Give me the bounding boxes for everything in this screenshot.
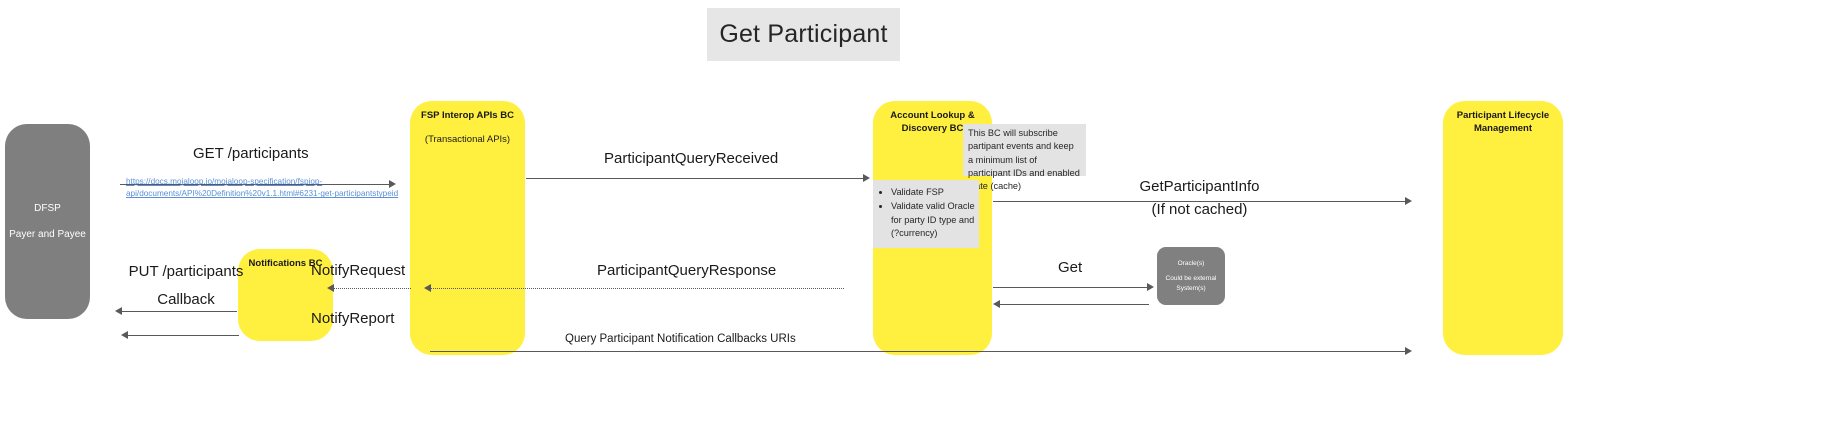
lifeline-participant-lifecycle-management: Participant Lifecycle Management xyxy=(1443,101,1563,355)
note-validate-item: Validate valid Oracle for party ID type … xyxy=(891,200,975,240)
lifeline-fsp-interop-subtitle: (Transactional APIs) xyxy=(424,133,511,145)
message-put-participants-callback-label: Callback xyxy=(157,291,215,308)
message-participant-query-received-line xyxy=(526,178,864,179)
note-validate-list: Validate FSP Validate valid Oracle for p… xyxy=(877,186,975,240)
arrowhead-right-icon xyxy=(863,174,870,182)
arrowhead-left-icon xyxy=(121,331,128,339)
message-put-participants-line xyxy=(121,311,237,312)
message-get-participants-label: GET /participants xyxy=(193,145,309,162)
message-get-participants-line xyxy=(120,184,390,185)
message-notify-report-label: NotifyReport xyxy=(311,310,395,327)
message-notify-request-label: NotifyRequest xyxy=(311,262,406,279)
page-title: Get Participant xyxy=(707,8,900,61)
arrowhead-left-icon xyxy=(993,300,1000,308)
note-cache: This BC will subscribe partipant events … xyxy=(963,124,1086,191)
note-validate: Validate FSP Validate valid Oracle for p… xyxy=(873,180,979,248)
arrowhead-right-icon xyxy=(1405,197,1412,205)
message-get-label: Get xyxy=(1058,259,1083,276)
lifeline-dfsp-label: DFSP xyxy=(34,203,61,214)
lifeline-dfsp: DFSP Payer and Payee xyxy=(5,124,90,319)
oracle-label: Oracle(s) xyxy=(1177,259,1205,267)
lifeline-participant-lifecycle-label: Participant Lifecycle Management xyxy=(1456,110,1550,134)
message-get-participant-info-line xyxy=(993,201,1406,202)
message-get-line xyxy=(993,287,1148,288)
message-query-participant-notification-line xyxy=(430,351,1406,352)
message-participant-query-received-label: ParticipantQueryReceived xyxy=(604,150,779,167)
lifeline-notifications-bc: Notifications BC xyxy=(238,249,333,341)
spec-link[interactable]: https://docs.mojaloop.io/mojaloop-specif… xyxy=(126,176,398,201)
oracle-subtitle: Could be external System(s) xyxy=(1165,275,1217,292)
message-get-participant-info-label: GetParticipantInfo xyxy=(1139,178,1260,195)
lifeline-dfsp-subtitle: Payer and Payee xyxy=(9,228,86,240)
lifeline-fsp-interop-label: FSP Interop APIs BC xyxy=(421,110,514,121)
lifeline-fsp-interop-apis-bc: FSP Interop APIs BC (Transactional APIs) xyxy=(410,101,525,355)
oracle-system-box: Oracle(s) Could be external System(s) xyxy=(1157,247,1225,305)
arrowhead-right-icon xyxy=(1405,347,1412,355)
arrowhead-left-icon xyxy=(115,307,122,315)
arrowhead-left-icon xyxy=(424,284,431,292)
message-oracle-return-line xyxy=(999,304,1149,305)
message-get-participant-info-note: (If not cached) xyxy=(1151,201,1248,218)
message-participant-query-response-label: ParticipantQueryResponse xyxy=(597,262,777,279)
message-notify-request-line xyxy=(333,288,411,289)
message-participant-query-response-line xyxy=(430,288,844,289)
note-validate-item: Validate FSP xyxy=(891,186,975,199)
arrowhead-left-icon xyxy=(327,284,334,292)
lifeline-account-lookup-label: Account Lookup & Discovery BC xyxy=(890,110,975,134)
message-query-participant-notification-label: Query Participant Notification Callbacks… xyxy=(565,333,796,345)
spec-link-line1: https://docs.mojaloop.io/mojaloop-specif… xyxy=(126,177,323,186)
message-notify-report-line xyxy=(127,335,239,336)
message-put-participants-label: PUT /participants xyxy=(128,263,244,280)
spec-link-line2: api/documents/API%20Definition%20v1.1.ht… xyxy=(126,189,399,199)
arrowhead-right-icon xyxy=(389,180,396,188)
arrowhead-right-icon xyxy=(1147,283,1154,291)
lifeline-notifications-label: Notifications BC xyxy=(248,258,323,269)
